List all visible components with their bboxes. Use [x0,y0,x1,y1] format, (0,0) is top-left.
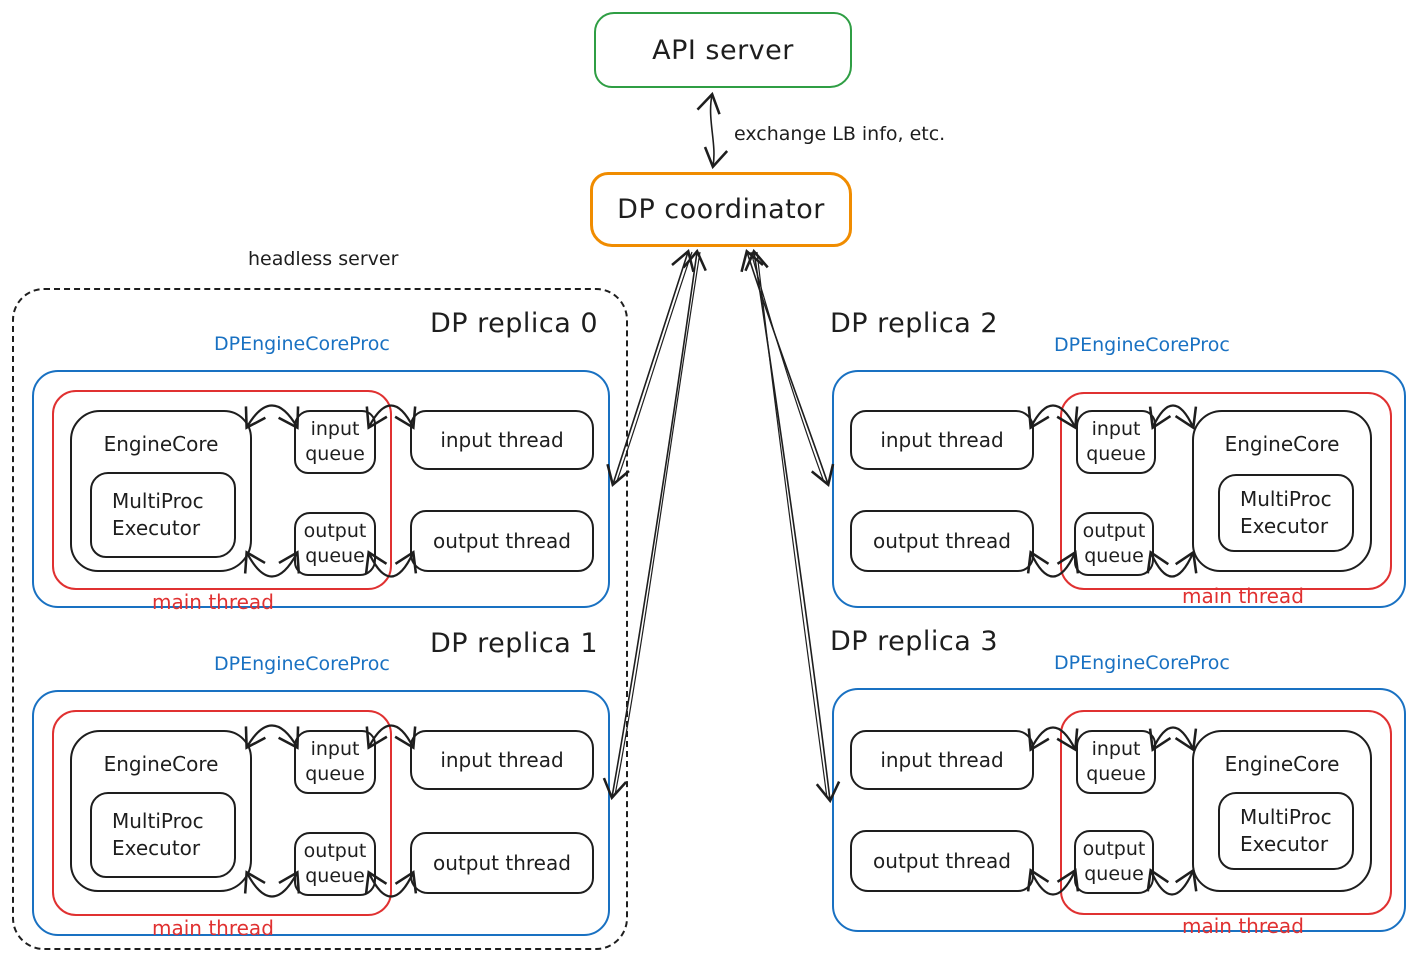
replica-2-output-thread-box: output thread [850,510,1034,572]
replica-3-enginecore-label: EngineCore [1224,752,1340,776]
replica-3-multiproc-executor-box: MultiProc Executor [1218,792,1354,870]
replica-3-output-queue-box: output queue [1074,830,1154,894]
replica-2-output-thread-label: output thread [873,529,1011,553]
replica-0-multiproc-executor-box: MultiProc Executor [90,472,236,558]
replica-2-title: DP replica 2 [830,308,999,339]
replica-1-enginecore-label: EngineCore [103,752,219,776]
arrow-coordinator-replica-3 [744,248,841,804]
replica-0-input-queue-box: input queue [294,410,376,474]
arrow-coordinator-replica-2 [740,248,835,487]
replica-0-enginecore-box: EngineCore [70,410,252,572]
replica-2-output-queue-label: output queue [1082,520,1146,567]
replica-1-input-thread-box: input thread [410,730,594,790]
replica-1-input-thread-label: input thread [440,748,564,772]
replica-2-input-queue-label: input queue [1086,418,1146,465]
replica-0-dpenginecoreproc-box: DP replica 0 DPEngineCoreProc EngineCore… [32,308,610,614]
replica-0-output-thread-box: output thread [410,510,594,572]
replica-0-proc-label: DPEngineCoreProc [214,333,390,355]
replica-1-executor-label: MultiProc Executor [112,809,204,860]
replica-0-executor-label: MultiProc Executor [112,489,204,540]
replica-3-executor-label: MultiProc Executor [1240,805,1332,856]
replica-3-main-thread-box [1060,710,1392,915]
dp-coordinator-node: DP coordinator [590,172,852,247]
exchange-lb-info-label: exchange LB info, etc. [734,123,946,145]
replica-1-main-thread-box [52,710,392,916]
replica-0-main-thread-box [52,390,392,590]
replica-3-input-thread-label: input thread [880,748,1004,772]
replica-2-output-queue-box: output queue [1074,512,1154,576]
replica-0-output-queue-box: output queue [294,512,376,576]
replica-1-input-queue-box: input queue [294,730,376,794]
replica-2-main-thread-box [1060,392,1392,590]
replica-1-main-thread-label: main thread [152,916,274,940]
replica-1-output-thread-box: output thread [410,832,594,894]
replica-0-enginecore-label: EngineCore [103,432,219,456]
replica-1-multiproc-executor-box: MultiProc Executor [90,792,236,878]
dp-coordinator-label: DP coordinator [617,194,825,225]
replica-2-executor-label: MultiProc Executor [1240,487,1332,538]
replica-2-enginecore-label: EngineCore [1224,432,1340,456]
replica-0-input-queue-label: input queue [305,418,365,465]
replica-2-input-queue-box: input queue [1076,410,1156,474]
replica-2-multiproc-executor-box: MultiProc Executor [1218,474,1354,552]
replica-3-input-queue-box: input queue [1076,730,1156,794]
replica-1-title: DP replica 1 [430,628,599,659]
replica-1-proc-label: DPEngineCoreProc [214,653,390,675]
api-server-node: API server [594,12,852,88]
replica-1-dpenginecoreproc-box: DP replica 1 DPEngineCoreProc EngineCore… [32,628,610,940]
api-server-label: API server [652,34,794,66]
replica-2-main-thread-label: main thread [1182,584,1304,608]
replica-2-proc-label: DPEngineCoreProc [1054,334,1230,356]
replica-1-output-thread-label: output thread [433,851,571,875]
replica-0-main-thread-label: main thread [152,590,274,614]
replica-0-output-queue-label: output queue [303,520,367,567]
replica-3-output-thread-box: output thread [850,830,1034,892]
replica-2-enginecore-box: EngineCore [1192,410,1372,572]
replica-3-dpenginecoreproc-box: DP replica 3 DPEngineCoreProc input thre… [830,626,1406,938]
replica-1-input-queue-label: input queue [305,738,365,785]
replica-0-input-thread-box: input thread [410,410,594,470]
replica-3-input-thread-box: input thread [850,730,1034,790]
replica-2-input-thread-box: input thread [850,410,1034,470]
arrow-api-coordinator [696,91,729,170]
replica-2-dpenginecoreproc-box: DP replica 2 DPEngineCoreProc input thre… [830,308,1406,608]
replica-1-enginecore-box: EngineCore [70,730,252,892]
replica-3-title: DP replica 3 [830,626,999,657]
replica-3-output-thread-label: output thread [873,849,1011,873]
replica-3-main-thread-label: main thread [1182,914,1304,938]
replica-1-output-queue-box: output queue [294,832,376,896]
replica-3-enginecore-box: EngineCore [1192,730,1372,892]
replica-0-title: DP replica 0 [430,308,599,339]
replica-3-output-queue-label: output queue [1082,838,1146,885]
headless-server-label: headless server [248,248,399,270]
replica-1-output-queue-label: output queue [303,840,367,887]
replica-0-output-thread-label: output thread [433,529,571,553]
replica-3-input-queue-label: input queue [1086,738,1146,785]
replica-3-proc-label: DPEngineCoreProc [1054,652,1230,674]
replica-2-input-thread-label: input thread [880,428,1004,452]
replica-0-input-thread-label: input thread [440,428,564,452]
